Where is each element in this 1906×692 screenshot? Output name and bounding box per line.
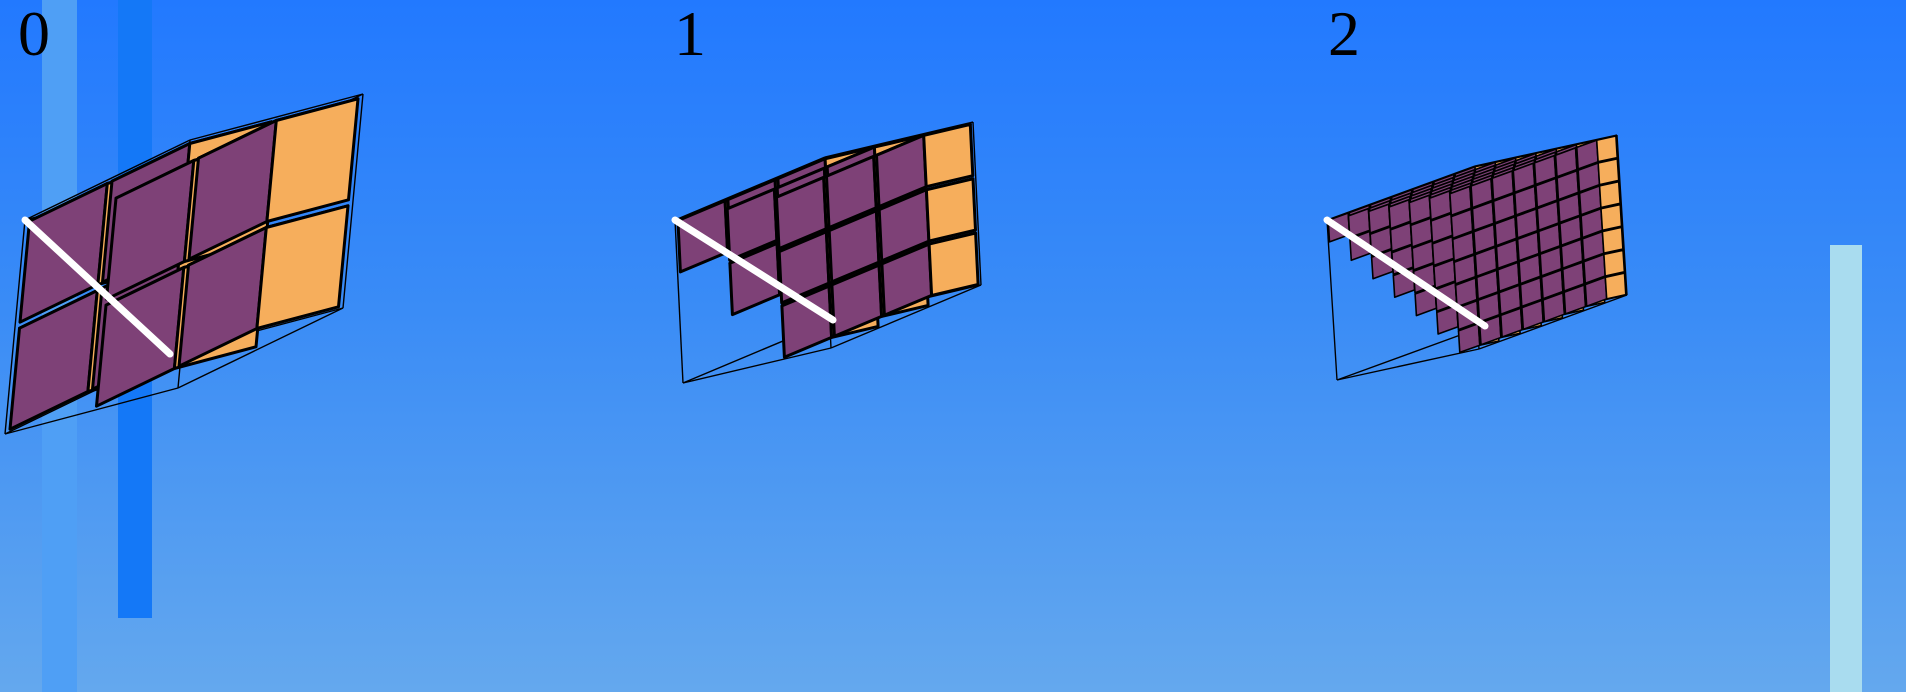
diagonal-line <box>1323 216 1489 330</box>
stage-label-0: 0 <box>18 0 50 69</box>
bounding-box-edge <box>1478 294 1628 350</box>
diagonal-line <box>671 216 837 324</box>
bounding-box-edge <box>189 93 364 141</box>
cube-side-face <box>1597 158 1620 186</box>
cube-stage-1 <box>671 121 982 384</box>
cube-side-face <box>1604 272 1627 300</box>
cube-side-face <box>265 97 360 223</box>
cube-side-face <box>1600 203 1623 232</box>
bounding-box-edge <box>682 347 832 384</box>
cube-side-face <box>927 231 980 297</box>
bounding-box-edge <box>674 219 684 384</box>
cube-side-face <box>1598 180 1621 209</box>
cube-side-face <box>922 122 975 189</box>
cube-stage-0 <box>4 93 364 435</box>
background-stripe <box>1830 245 1862 692</box>
bounding-box-edge <box>1336 348 1480 381</box>
cube-stage-2 <box>1323 134 1628 381</box>
bounding-box-edge <box>1616 134 1628 296</box>
diagonal-line <box>21 216 174 358</box>
bounding-box-edge <box>674 156 826 221</box>
stage-label-2: 2 <box>1328 0 1360 69</box>
bounding-box-edge <box>1326 219 1338 381</box>
cube-side-face <box>1603 249 1626 277</box>
bounding-box-edge <box>177 307 344 389</box>
bounding-box-edge <box>24 139 191 221</box>
cube-side-face <box>1595 135 1618 163</box>
stage-label-1: 1 <box>674 0 706 69</box>
bounding-box-edge <box>830 284 982 349</box>
bounding-box-edge <box>824 121 974 158</box>
bounding-box-edge <box>4 387 179 435</box>
bounding-box-edge <box>972 121 982 286</box>
cube-side-face <box>1601 226 1624 254</box>
cube-side-face <box>255 204 350 330</box>
bounding-box-edge <box>342 93 364 309</box>
cube-side-face <box>924 177 977 243</box>
bounding-box-edge <box>4 219 26 435</box>
